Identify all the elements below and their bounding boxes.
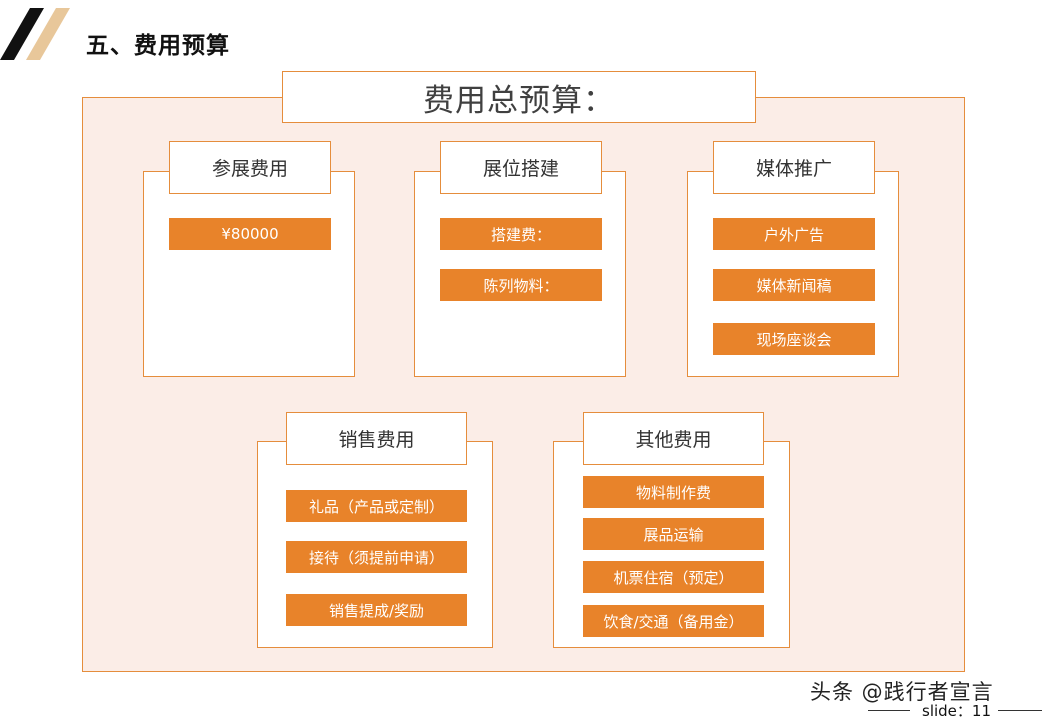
section-title: 展位搭建 (440, 141, 602, 194)
budget-item: 接待（须提前申请） (286, 541, 467, 573)
slide-number: slide：11 (922, 702, 991, 720)
footer-divider-left (868, 710, 910, 711)
section-title: 其他费用 (583, 412, 764, 465)
budget-item: 销售提成/奖励 (286, 594, 467, 626)
budget-item: 礼品（产品或定制） (286, 490, 467, 522)
budget-item: 陈列物料： (440, 269, 602, 301)
main-title: 费用总预算： (282, 71, 756, 123)
budget-item: 户外广告 (713, 218, 875, 250)
slash-decoration-icon (0, 8, 70, 60)
section-card-exhibition (143, 171, 355, 377)
budget-item: 展品运输 (583, 518, 764, 550)
budget-item: 饮食/交通（备用金） (583, 605, 764, 637)
budget-item: 机票住宿（预定） (583, 561, 764, 593)
page-title: 五、费用预算 (86, 33, 230, 59)
section-title: 参展费用 (169, 141, 331, 194)
footer-divider-right (998, 710, 1042, 711)
budget-item: 搭建费： (440, 218, 602, 250)
budget-item: ¥80000 (169, 218, 331, 250)
watermark-text: 头条 @践行者宣言 (810, 680, 994, 704)
budget-item: 现场座谈会 (713, 323, 875, 355)
section-title: 销售费用 (286, 412, 467, 465)
budget-item: 物料制作费 (583, 476, 764, 508)
section-title: 媒体推广 (713, 141, 875, 194)
budget-item: 媒体新闻稿 (713, 269, 875, 301)
